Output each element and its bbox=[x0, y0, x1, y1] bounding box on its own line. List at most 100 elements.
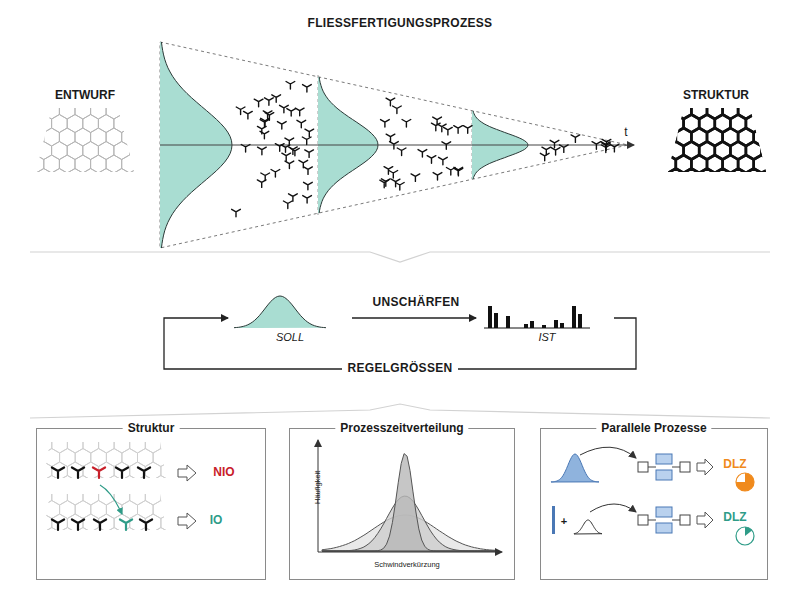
particle bbox=[295, 108, 304, 116]
hex-cell bbox=[60, 528, 76, 546]
panel-heading: Struktur bbox=[123, 421, 180, 436]
operator-symbol: + bbox=[561, 515, 567, 528]
particle bbox=[277, 122, 286, 130]
hex-cell bbox=[684, 169, 700, 187]
distribution-label: SOLL bbox=[228, 331, 352, 344]
hex-cell bbox=[769, 155, 785, 173]
hex-cell bbox=[28, 128, 44, 146]
particle bbox=[72, 468, 84, 479]
edge-label: UNSCHÄRFEN bbox=[373, 296, 460, 310]
particle bbox=[454, 168, 463, 176]
hex-cell bbox=[21, 514, 37, 532]
distribution-fill bbox=[234, 296, 326, 328]
hex-cell bbox=[52, 169, 68, 187]
particle bbox=[602, 143, 611, 151]
result-label: NIO bbox=[213, 466, 234, 480]
hex-cell bbox=[138, 476, 154, 494]
hex-cell bbox=[645, 128, 661, 146]
particle bbox=[272, 95, 281, 103]
hex-cell bbox=[20, 115, 36, 133]
time-axis bbox=[160, 144, 634, 145]
lead-time-pie bbox=[745, 527, 752, 536]
hex-cell bbox=[161, 435, 177, 453]
particle bbox=[275, 144, 284, 152]
hex-cell bbox=[137, 101, 153, 119]
hex-cell bbox=[668, 169, 684, 187]
hex-cell bbox=[122, 101, 138, 119]
particle bbox=[305, 129, 314, 137]
hex-cell bbox=[114, 169, 130, 187]
particle bbox=[393, 106, 402, 114]
hex-cell bbox=[28, 101, 44, 119]
histogram-bar bbox=[488, 306, 492, 328]
hex-cell bbox=[746, 169, 762, 187]
particle bbox=[94, 520, 106, 531]
particle bbox=[395, 183, 404, 191]
hex-cell bbox=[130, 169, 146, 187]
hex-cell bbox=[153, 476, 169, 494]
hex-cell bbox=[20, 142, 36, 160]
hex-cell bbox=[762, 115, 778, 133]
hex-cell bbox=[130, 115, 146, 133]
outline-arrow bbox=[178, 513, 196, 529]
particle bbox=[265, 113, 274, 121]
particle bbox=[540, 153, 549, 161]
hex-grid bbox=[645, 101, 785, 187]
hex-cell bbox=[137, 155, 153, 173]
particle bbox=[439, 157, 448, 165]
particle bbox=[427, 156, 436, 164]
aspect-panel: Parallele Prozesse bbox=[540, 428, 768, 580]
hex-cell bbox=[21, 487, 37, 505]
particle bbox=[265, 98, 274, 106]
hex-cell bbox=[730, 169, 746, 187]
histogram-bar bbox=[530, 321, 534, 328]
histogram-bar bbox=[524, 324, 528, 328]
particle bbox=[592, 142, 601, 150]
hex-cell bbox=[715, 169, 731, 187]
distribution-curve bbox=[234, 296, 326, 328]
hex-cell bbox=[652, 142, 668, 160]
particle bbox=[258, 147, 267, 155]
particle bbox=[93, 468, 105, 479]
particle bbox=[433, 173, 442, 181]
move-arrow bbox=[100, 485, 122, 514]
particle bbox=[52, 468, 64, 479]
hex-cell bbox=[169, 501, 185, 519]
particle bbox=[281, 145, 290, 153]
particle bbox=[303, 85, 312, 93]
lead-time-label: DLZ bbox=[723, 458, 746, 472]
target-distribution: SOLL bbox=[228, 284, 352, 344]
particle bbox=[285, 161, 294, 169]
hex-cell bbox=[699, 169, 715, 187]
axis-label: Schwindverkürzung bbox=[374, 561, 439, 570]
particle bbox=[297, 120, 306, 128]
hex-grid bbox=[21, 435, 185, 494]
hex-cell bbox=[645, 101, 661, 119]
particle bbox=[411, 174, 420, 182]
hex-cell bbox=[169, 449, 185, 467]
hex-cell bbox=[754, 101, 770, 119]
hex-cell bbox=[762, 142, 778, 160]
axis-label: t bbox=[624, 126, 627, 140]
particle bbox=[140, 520, 152, 531]
particle bbox=[283, 201, 292, 209]
particle bbox=[236, 107, 245, 115]
input-distribution bbox=[574, 520, 602, 534]
particle bbox=[610, 144, 619, 152]
particle bbox=[444, 127, 453, 135]
particle bbox=[257, 126, 266, 134]
particle bbox=[571, 135, 580, 143]
particle bbox=[463, 126, 472, 134]
input-spike bbox=[552, 506, 555, 534]
particle bbox=[305, 150, 314, 158]
hex-cell bbox=[13, 128, 29, 146]
lead-time-pie bbox=[736, 473, 754, 491]
particle bbox=[232, 209, 241, 217]
particle bbox=[291, 148, 300, 156]
histogram-bar bbox=[506, 316, 510, 328]
hex-cell bbox=[36, 169, 52, 187]
particle bbox=[304, 182, 313, 190]
particle bbox=[384, 167, 393, 175]
particle bbox=[260, 120, 269, 128]
hex-cell bbox=[660, 101, 676, 119]
